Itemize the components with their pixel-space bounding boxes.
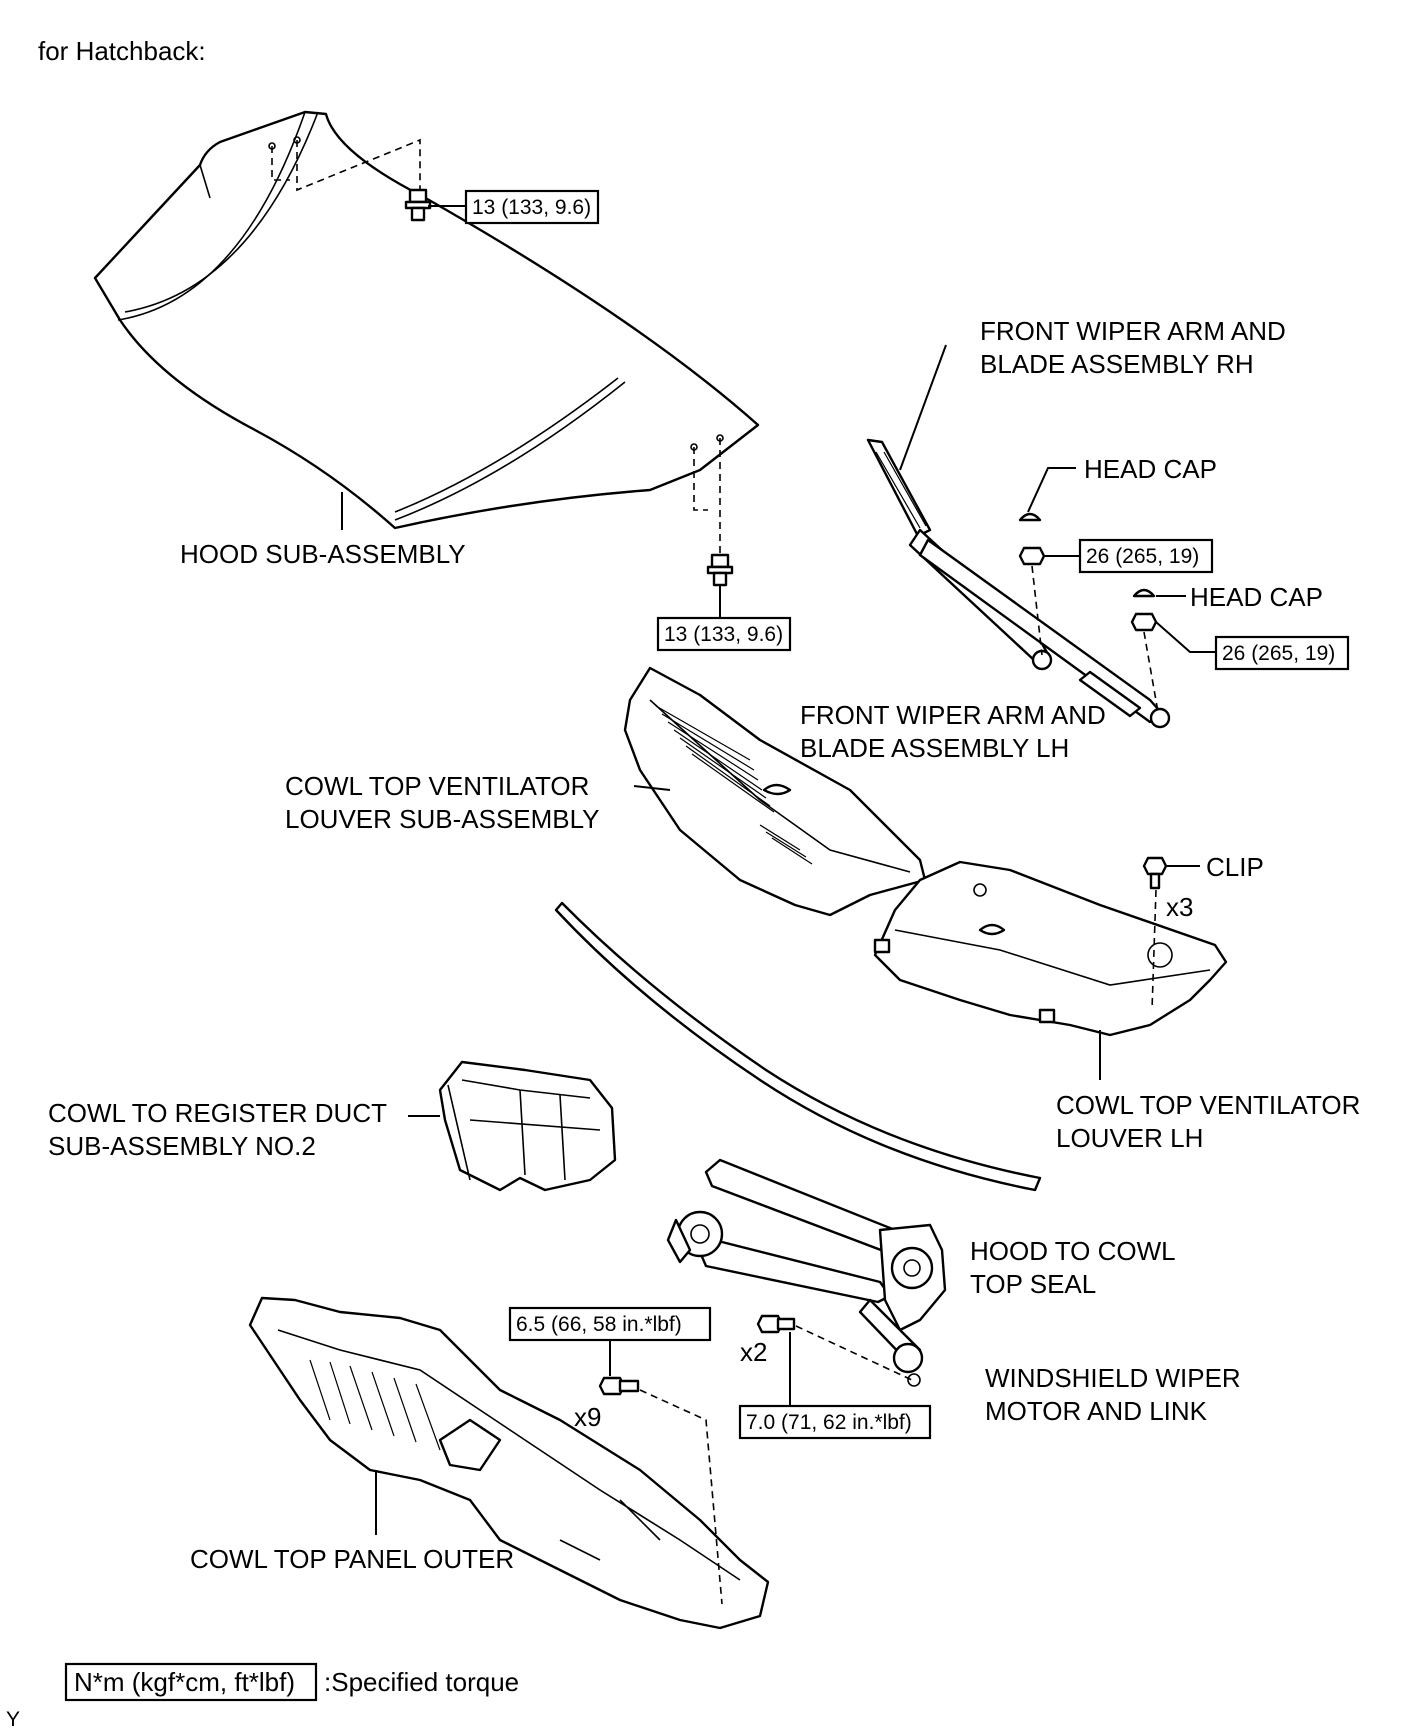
hood-upper-bolt bbox=[404, 188, 432, 222]
diagram-title: for Hatchback: bbox=[38, 36, 206, 66]
label-louver-lh-line2: LOUVER LH bbox=[1056, 1123, 1203, 1153]
label-louver-sub-line2: LOUVER SUB-ASSEMBLY bbox=[285, 804, 600, 834]
label-motor-bolt-qty: x2 bbox=[740, 1337, 767, 1367]
cowl-top-panel-outer bbox=[248, 1296, 770, 1630]
label-wiper-rh-line1: FRONT WIPER ARM AND bbox=[980, 316, 1286, 346]
cowl-top-ventilator-louver-lh bbox=[873, 860, 1228, 1037]
torque-motor-bolt: 7.0 (71, 62 in.*lbf) bbox=[746, 1411, 912, 1434]
label-duct-line2: SUB-ASSEMBLY NO.2 bbox=[48, 1131, 316, 1161]
label-hood: HOOD SUB-ASSEMBLY bbox=[180, 539, 466, 569]
corner-mark: Y bbox=[6, 1708, 20, 1731]
nut-rh bbox=[1018, 546, 1046, 566]
label-motor-line1: WINDSHIELD WIPER bbox=[985, 1363, 1241, 1393]
label-wiper-lh-line1: FRONT WIPER ARM AND bbox=[800, 700, 1106, 730]
front-wiper-arm-lh bbox=[918, 538, 1171, 729]
head-cap-lh bbox=[1132, 588, 1156, 598]
torque-box-panel-bolt bbox=[508, 1306, 712, 1342]
hood-sub-assembly bbox=[93, 110, 760, 530]
torque-box-hood-lower bbox=[656, 616, 792, 652]
clip bbox=[1142, 856, 1168, 890]
torque-box-wiper-rh bbox=[1078, 538, 1214, 574]
hood-to-cowl-top-seal bbox=[554, 901, 1042, 1192]
label-clip-qty: x3 bbox=[1166, 892, 1193, 922]
label-seal-line2: TOP SEAL bbox=[970, 1269, 1096, 1299]
torque-box-motor-bolt bbox=[738, 1404, 932, 1440]
label-panel-bolt-qty: x9 bbox=[574, 1402, 601, 1432]
torque-panel-bolt: 6.5 (66, 58 in.*lbf) bbox=[516, 1313, 682, 1336]
torque-wiper-rh: 26 (265, 19) bbox=[1086, 545, 1199, 568]
label-motor-line2: MOTOR AND LINK bbox=[985, 1396, 1208, 1426]
legend-unit: N*m (kgf*cm, ft*lbf) bbox=[74, 1667, 295, 1697]
label-seal-line1: HOOD TO COWL bbox=[970, 1236, 1176, 1266]
label-clip: CLIP bbox=[1206, 852, 1264, 882]
hood-lower-bolt bbox=[706, 553, 734, 587]
wiper-motor-bolt bbox=[756, 1314, 796, 1334]
label-panel: COWL TOP PANEL OUTER bbox=[190, 1544, 514, 1574]
label-louver-lh-line1: COWL TOP VENTILATOR bbox=[1056, 1090, 1360, 1120]
label-wiper-lh-line2: BLADE ASSEMBLY LH bbox=[800, 733, 1069, 763]
cowl-panel-bolt bbox=[598, 1376, 640, 1396]
windshield-wiper-motor-and-link bbox=[666, 1158, 947, 1387]
torque-box-hood-upper bbox=[464, 189, 600, 225]
label-louver-sub-line1: COWL TOP VENTILATOR bbox=[285, 771, 589, 801]
cowl-to-register-duct-sub-assembly bbox=[438, 1060, 617, 1192]
label-wiper-rh-line2: BLADE ASSEMBLY RH bbox=[980, 349, 1254, 379]
label-head-cap-2: HEAD CAP bbox=[1190, 582, 1323, 612]
label-head-cap-1: HEAD CAP bbox=[1084, 454, 1217, 484]
head-cap-rh bbox=[1018, 512, 1042, 522]
torque-hood-lower: 13 (133, 9.6) bbox=[664, 623, 783, 646]
torque-wiper-lh: 26 (265, 19) bbox=[1222, 642, 1335, 665]
torque-hood-upper: 13 (133, 9.6) bbox=[472, 196, 591, 219]
label-duct-line1: COWL TO REGISTER DUCT bbox=[48, 1098, 387, 1128]
torque-box-wiper-lh bbox=[1214, 635, 1350, 671]
nut-lh bbox=[1130, 612, 1158, 632]
cowl-top-ventilator-louver-sub-assembly bbox=[623, 666, 927, 917]
legend-text: :Specified torque bbox=[324, 1667, 519, 1697]
legend-torque-box bbox=[64, 1662, 318, 1702]
